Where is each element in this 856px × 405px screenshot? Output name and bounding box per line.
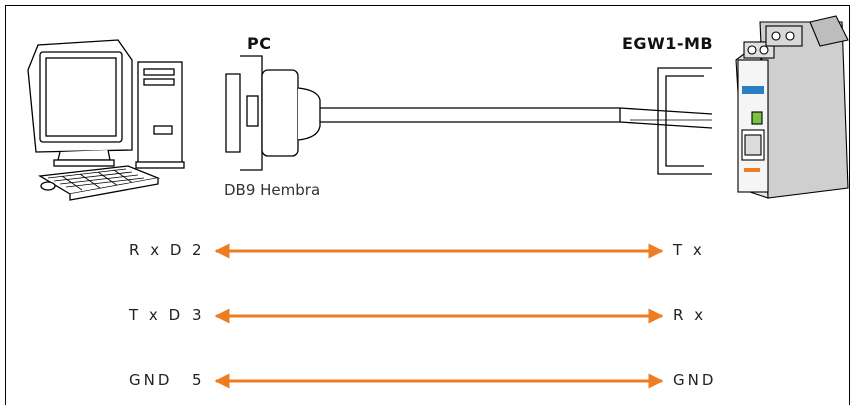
wire-group [214, 243, 664, 389]
device-signal-label: T x [673, 241, 705, 259]
pc-label: PC [247, 34, 272, 53]
device-signal-label: R x [673, 306, 707, 324]
pin-number: 5 [192, 371, 205, 389]
device-label: EGW1-MB [622, 34, 714, 53]
computer-icon [27, 39, 185, 201]
pc-signal-label: R x D [129, 241, 185, 259]
pc-signal-label: GND [129, 371, 173, 389]
cable [320, 67, 713, 175]
device-signal-label: GND [673, 371, 717, 389]
connector-label: DB9 Hembra [224, 181, 321, 199]
pin-number: 2 [192, 241, 205, 259]
db9-connector-icon [225, 55, 321, 171]
diagram-frame [5, 5, 850, 405]
egw1-device-icon [735, 15, 849, 199]
pc-signal-label: T x D [129, 306, 184, 324]
pin-number: 3 [192, 306, 205, 324]
